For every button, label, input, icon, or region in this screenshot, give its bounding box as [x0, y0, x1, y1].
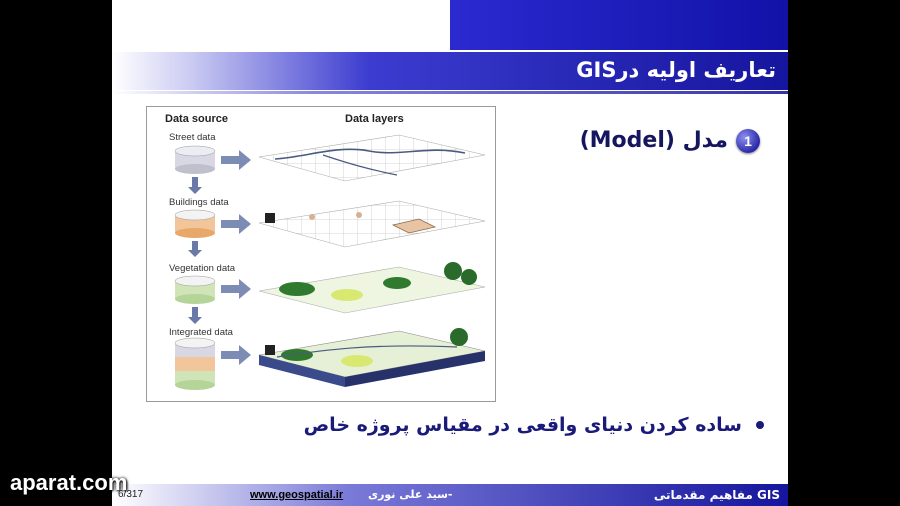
top-band	[450, 0, 788, 50]
page-number: 6/317	[118, 489, 144, 500]
integrated-layer	[258, 328, 486, 387]
slide: تعاریف اولیه درGIS Data source Data laye…	[112, 0, 788, 506]
street-data-label: Street data	[169, 132, 216, 143]
data-layers-header: Data layers	[345, 113, 404, 125]
bullet-dot-icon	[756, 421, 764, 429]
buildings-cylinder	[174, 209, 216, 238]
vegetation-layer	[258, 262, 486, 314]
footer-course-title: مفاهیم مقدماتی GIS	[653, 488, 780, 502]
street-layer	[258, 134, 486, 182]
vegetation-cylinder	[174, 275, 216, 304]
buildings-layer	[258, 200, 486, 248]
bullet-item: ساده کردن دنیای واقعی در مقیاس پروژه خاص	[304, 414, 764, 436]
slide-title: تعاریف اولیه درGIS	[576, 58, 776, 82]
layers-illustration	[174, 134, 486, 390]
buildings-data-label: Buildings data	[169, 197, 229, 208]
heading-text: مدل (Model)	[579, 128, 728, 153]
footer-bar: 6/317 www.geospatial.ir سید علی نوری- مف…	[112, 484, 788, 506]
data-source-header: Data source	[165, 113, 228, 125]
bullet-text: ساده کردن دنیای واقعی در مقیاس پروژه خاص	[303, 414, 742, 436]
heading-number-badge: 1	[736, 128, 760, 153]
right-arrows	[221, 150, 251, 365]
vegetation-data-label: Vegetation data	[169, 263, 236, 274]
integrated-cylinder	[174, 337, 216, 390]
integrated-data-label: Integrated data	[169, 327, 233, 338]
down-arrows	[188, 177, 202, 324]
author-name: سید علی نوری-	[368, 488, 453, 501]
website-link[interactable]: www.geospatial.ir	[250, 489, 344, 501]
gis-layers-figure: Data source Data layers Street data Buil…	[146, 106, 496, 402]
section-heading: 1 مدل (Model)	[580, 128, 760, 153]
aparat-watermark: aparat.com	[10, 470, 128, 495]
title-bar: تعاریف اولیه درGIS	[112, 52, 788, 90]
title-separator	[112, 91, 788, 94]
street-cylinder	[174, 145, 216, 174]
